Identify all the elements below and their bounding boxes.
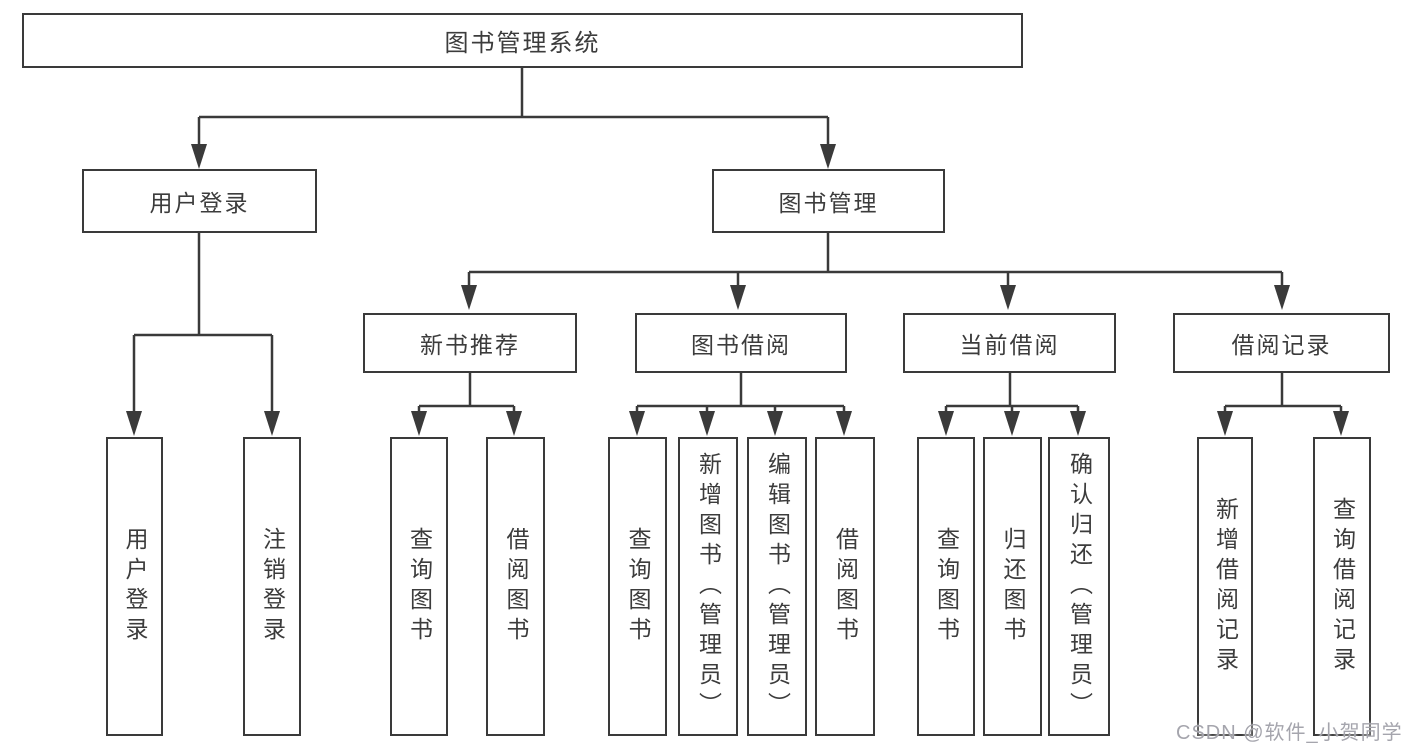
leaf-current-query-book-label: 查询图书	[933, 526, 960, 647]
leaf-recommend-query-book-label: 查询图书	[406, 526, 433, 647]
leaf-edit-book-admin: 编辑图书（管理员）	[747, 437, 807, 736]
node-user-login-label: 用户登录	[149, 190, 250, 216]
node-current-borrow: 当前借阅	[903, 313, 1116, 373]
leaf-confirm-return-admin-label: 确认归还（管理员）	[1066, 451, 1093, 722]
leaf-add-borrow-record-label: 新增借阅记录	[1212, 496, 1239, 677]
leaf-add-borrow-record: 新增借阅记录	[1197, 437, 1253, 736]
node-book-management: 图书管理	[712, 169, 945, 233]
node-borrow-records: 借阅记录	[1173, 313, 1390, 373]
leaf-logout-label: 注销登录	[259, 526, 286, 647]
leaf-add-book-admin-label: 新增图书（管理员）	[695, 451, 722, 722]
leaf-confirm-return-admin: 确认归还（管理员）	[1048, 437, 1110, 736]
leaf-recommend-borrow-book: 借阅图书	[486, 437, 545, 736]
node-user-login: 用户登录	[82, 169, 317, 233]
leaf-query-borrow-record: 查询借阅记录	[1313, 437, 1371, 736]
node-borrow-records-label: 借阅记录	[1231, 332, 1332, 358]
leaf-recommend-borrow-book-label: 借阅图书	[503, 526, 529, 647]
leaf-borrow-book-label: 借阅图书	[832, 526, 859, 647]
leaf-borrow-query-book: 查询图书	[608, 437, 667, 736]
leaf-recommend-query-book: 查询图书	[390, 437, 448, 736]
leaf-current-query-book: 查询图书	[917, 437, 975, 736]
arrowheads	[126, 144, 1349, 436]
leaf-logout: 注销登录	[243, 437, 301, 736]
node-new-book-recommend-label: 新书推荐	[420, 332, 520, 358]
leaf-query-borrow-record-label: 查询借阅记录	[1329, 496, 1356, 677]
leaf-user-login-label: 用户登录	[122, 526, 148, 647]
node-root: 图书管理系统	[22, 13, 1023, 68]
leaf-user-login: 用户登录	[106, 437, 163, 736]
leaf-add-book-admin: 新增图书（管理员）	[678, 437, 738, 736]
watermark: CSDN @软件_小贺同学	[1176, 722, 1403, 744]
node-book-borrow: 图书借阅	[635, 313, 847, 373]
leaf-borrow-book: 借阅图书	[815, 437, 875, 736]
leaf-return-book: 归还图书	[983, 437, 1042, 736]
node-new-book-recommend: 新书推荐	[363, 313, 577, 373]
leaf-return-book-label: 归还图书	[1000, 526, 1026, 647]
node-root-label: 图书管理系统	[444, 30, 601, 57]
node-current-borrow-label: 当前借阅	[959, 332, 1060, 358]
node-book-borrow-label: 图书借阅	[691, 332, 791, 358]
leaf-edit-book-admin-label: 编辑图书（管理员）	[764, 451, 791, 722]
leaf-borrow-query-book-label: 查询图书	[625, 526, 651, 647]
node-book-management-label: 图书管理	[778, 190, 879, 216]
